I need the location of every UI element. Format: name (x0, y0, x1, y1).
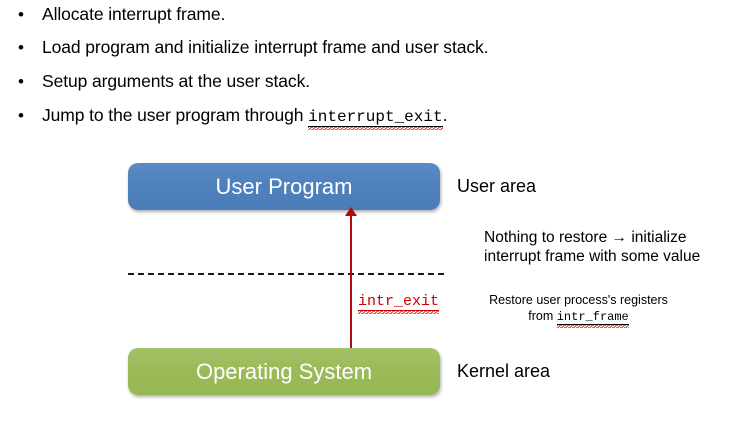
code-intr-frame: intr_frame (556, 310, 629, 325)
bullet-marker-icon: • (18, 72, 24, 91)
list-item: • Allocate interrupt frame. (18, 3, 225, 26)
operating-system-box: Operating System (128, 348, 440, 395)
list-item-text: Load program and initialize interrupt fr… (42, 37, 489, 57)
code-interrupt-exit: interrupt_exit (308, 108, 443, 127)
list-item: • Jump to the user program through inter… (18, 104, 447, 128)
intr-exit-arrow-shaft (350, 214, 352, 348)
user-program-box-label: User Program (215, 173, 353, 199)
bullet-marker-icon: • (18, 5, 24, 24)
registers-note: Restore user process's registers from in… (461, 292, 696, 325)
list-item-text-prefix: Jump to the user program through (42, 105, 309, 125)
user-area-label: User area (457, 176, 537, 196)
list-item-text: Jump to the user program through interru… (42, 104, 447, 128)
bullet-marker-icon: • (18, 38, 24, 57)
restore-note: Nothing to restore → initialize interrup… (484, 228, 700, 266)
intr-exit-arrow-label: intr_exit (358, 293, 440, 314)
list-item: • Setup arguments at the user stack. (18, 70, 310, 93)
list-item-text: Allocate interrupt frame. (42, 4, 226, 24)
bullet-marker-icon: • (18, 106, 24, 125)
restore-note-line-1: Nothing to restore → initialize (484, 229, 687, 246)
registers-note-line-1: Restore user process's registers (489, 293, 668, 307)
user-program-box: User Program (128, 163, 440, 210)
user-kernel-boundary-line (128, 273, 444, 275)
list-item-text: Setup arguments at the user stack. (42, 71, 310, 91)
list-item: • Load program and initialize interrupt … (18, 36, 489, 59)
restore-note-line-2: interrupt frame with some value (484, 248, 701, 265)
registers-note-prefix: from (528, 309, 557, 323)
list-item-text-suffix: . (442, 105, 448, 125)
intr-exit-arrow-head-icon (345, 207, 357, 216)
registers-note-line-2: from intr_frame (461, 308, 696, 325)
kernel-area-label: Kernel area (457, 361, 551, 381)
operating-system-box-label: Operating System (195, 358, 373, 384)
